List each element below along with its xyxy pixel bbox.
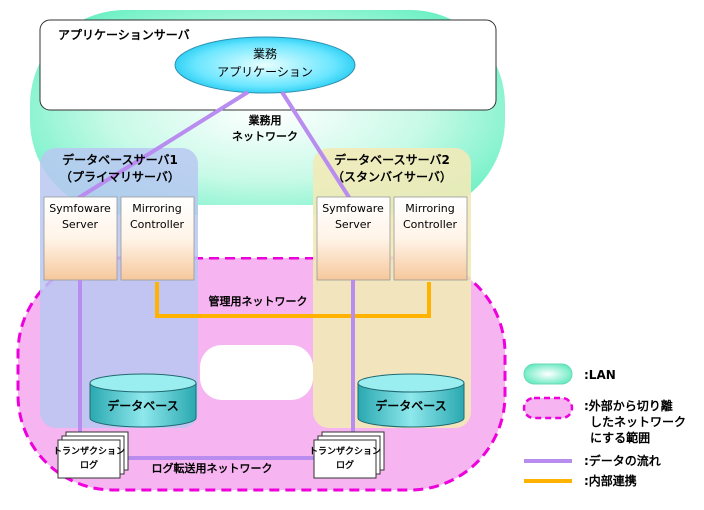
- db-server2-title: データベースサーバ2: [334, 152, 450, 167]
- legend-isolated-line3: にする範囲: [590, 430, 650, 445]
- business-network-line-right: [280, 90, 354, 204]
- server2-transaction-log: トランザクション ログ: [309, 431, 385, 479]
- management-network-line: [155, 282, 431, 318]
- server1-symfoware-line2: Server: [62, 218, 99, 231]
- legend-lan-swatch: [523, 363, 573, 385]
- management-network-label: 管理用ネットワーク: [209, 294, 308, 308]
- server1-mirroring-line1: Mirroring: [132, 202, 181, 215]
- legend-isolated-line1: :外部から切り離: [584, 398, 673, 413]
- server2-txlog-line1: トランザクション: [309, 446, 381, 457]
- server1-txlog-line2: ログ: [80, 459, 98, 471]
- server1-txlog-line1: トランザクション: [53, 446, 125, 457]
- server2-txlog-line2: ログ: [336, 459, 354, 471]
- gap-upper: [198, 205, 313, 257]
- server2-database-label: データベース: [375, 398, 446, 413]
- db-server1-title: データベースサーバ1: [62, 152, 178, 167]
- server1-symfoware-line1: Symfoware: [49, 202, 111, 215]
- server2-mirroring-line2: Controller: [403, 218, 458, 231]
- server1-mirroring-line2: Controller: [130, 218, 185, 231]
- server1-symfoware-module: [43, 196, 118, 281]
- db-server2-subtitle: （スタンバイサーバ）: [332, 169, 452, 184]
- gap-lower: [200, 345, 313, 400]
- business-app-line2: アプリケーション: [217, 65, 313, 79]
- legend-isolated-swatch: [522, 396, 574, 420]
- business-app-ellipse: [174, 36, 356, 94]
- business-app-line1: 業務: [253, 47, 277, 61]
- server1-transaction-log: トランザクション ログ: [53, 431, 129, 479]
- log-transfer-network-label: ログ転送用ネットワーク: [152, 461, 273, 475]
- app-server-label: アプリケーションサーバ: [58, 27, 190, 42]
- server1-database-label: データベース: [107, 398, 178, 413]
- legend-internal-label: :内部連携: [584, 473, 637, 488]
- legend: :LAN :外部から切り離 したネットワーク にする範囲 :データの流れ :内部…: [522, 363, 686, 488]
- legend-data-flow-label: :データの流れ: [584, 453, 661, 468]
- db-server1-subtitle: （プライマリサーバ）: [60, 169, 180, 184]
- legend-isolated-line2: したネットワーク: [590, 415, 686, 429]
- server2-mirroring-line1: Mirroring: [405, 202, 454, 215]
- business-network-line2: ネットワーク: [232, 130, 298, 143]
- server2-symfoware-line2: Server: [335, 218, 372, 231]
- server2-database: データベース: [357, 373, 465, 428]
- server2-mirroring-module: [393, 196, 468, 281]
- server2-symfoware-module: [316, 196, 391, 281]
- business-network-line1: 業務用: [248, 113, 282, 127]
- server1-database: データベース: [89, 373, 197, 428]
- server1-mirroring-module: [120, 196, 195, 281]
- server2-symfoware-line1: Symfoware: [322, 202, 384, 215]
- business-network-line-left: [70, 90, 250, 204]
- legend-lan-label: :LAN: [584, 368, 616, 382]
